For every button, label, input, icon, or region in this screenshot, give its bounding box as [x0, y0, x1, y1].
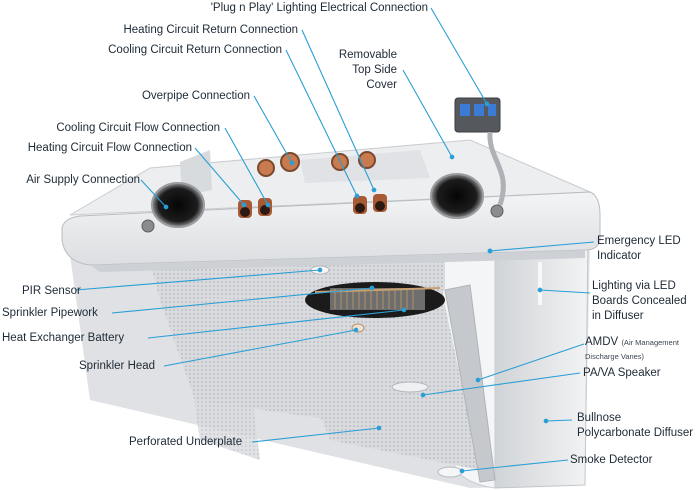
label-lighting-led-line1: Lighting via LED: [592, 280, 676, 292]
label-amdv-note-line1: (Air Management: [621, 338, 679, 347]
label-lighting-led-line2: Boards Concealed: [592, 295, 687, 307]
heat-exchanger-slot: [305, 282, 445, 318]
label-plug-n-play: 'Plug n Play' Lighting Electrical Connec…: [210, 2, 428, 14]
label-perforated-underplate: Perforated Underplate: [129, 436, 243, 448]
air-supply-spigot: [151, 182, 205, 228]
small-fitting: [490, 204, 504, 218]
label-lighting-led-line3: in Diffuser: [592, 310, 644, 322]
label-sprinkler-pipework: Sprinkler Pipework: [2, 307, 98, 319]
pa-va-speaker: [391, 381, 429, 393]
label-amdv-note-line2: Discharge Vanes): [585, 352, 645, 361]
amdv-vanes: [444, 284, 496, 483]
label-heating-return: Heating Circuit Return Connection: [123, 24, 298, 36]
label-smoke-detector: Smoke Detector: [570, 454, 653, 466]
label-bullnose-line1: Bullnose: [577, 412, 622, 424]
label-emergency-led-line2: Indicator: [597, 250, 642, 262]
label-heating-flow: Heating Circuit Flow Connection: [27, 142, 192, 154]
label-cooling-flow: Cooling Circuit Flow Connection: [56, 122, 220, 134]
label-sprinkler-head: Sprinkler Head: [79, 360, 156, 372]
label-amdv-main: AMDV: [585, 336, 619, 348]
label-amdv: AMDV (Air Management: [585, 335, 679, 350]
label-bullnose-line2: Polycarbonate Diffuser: [577, 427, 694, 439]
label-removable-cover-line3: Cover: [366, 79, 397, 91]
label-removable-cover-line1: Removable: [338, 49, 397, 61]
smoke-detector: [437, 466, 463, 478]
label-removable-cover-line2: Top Side: [352, 64, 397, 76]
label-emergency-led-line1: Emergency LED: [597, 235, 681, 247]
label-heat-exchanger: Heat Exchanger Battery: [2, 332, 125, 344]
label-pir-sensor: PIR Sensor: [22, 285, 81, 297]
label-cooling-return: Cooling Circuit Return Connection: [108, 44, 282, 56]
plug-n-play-connector: [454, 97, 506, 206]
flow-connections: [238, 194, 387, 218]
air-supply-spigot-2: [430, 173, 484, 219]
label-air-supply: Air Supply Connection: [26, 174, 140, 186]
leader-lines: [75, 7, 595, 474]
small-fitting: [141, 219, 155, 233]
label-overpipe: Overpipe Connection: [141, 90, 250, 102]
label-pa-va-speaker: PA/VA Speaker: [583, 367, 661, 379]
